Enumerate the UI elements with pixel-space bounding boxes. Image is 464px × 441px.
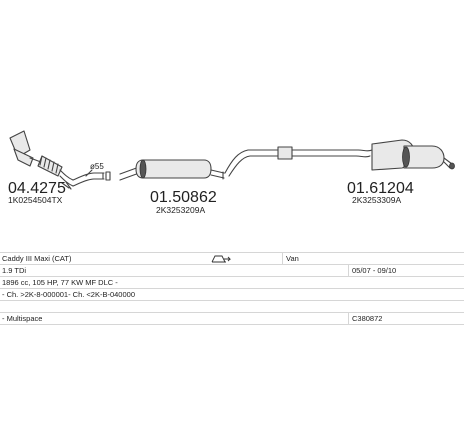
table-row: - Multispace C380872: [0, 312, 464, 325]
table-row: 1896 cc, 105 HP, 77 KW MF DLC -: [0, 276, 464, 288]
production-years: 05/07 - 09/10: [352, 266, 397, 275]
vehicle-info-table: Caddy III Maxi (CAT) Van 1.9 TDi 05/07 -…: [0, 252, 464, 325]
body-variant: - Multispace: [2, 314, 43, 323]
diameter-callout: ø55: [85, 162, 104, 177]
part-ref-catalytic-converter: 1K0254504TX: [8, 195, 63, 205]
catalogue-code: C380872: [352, 314, 383, 323]
table-row: [0, 300, 464, 312]
diameter-callout-text: ø55: [90, 162, 104, 171]
table-row: 1.9 TDi 05/07 - 09/10: [0, 264, 464, 276]
middle-silencer-figure: [119, 159, 225, 181]
table-row: Caddy III Maxi (CAT) Van: [0, 252, 464, 264]
engine-spec: 1896 cc, 105 HP, 77 KW MF DLC -: [2, 278, 118, 287]
part-ref-rear-silencer: 2K3253309A: [352, 195, 401, 205]
body-type: Van: [286, 254, 299, 263]
chassis-range: - Ch. >2K-8-000001- Ch. <2K-B-040000: [2, 290, 135, 299]
engine: 1.9 TDi: [2, 266, 27, 275]
catalytic-converter-figure: [9, 130, 111, 190]
part-number-catalytic-converter: 04.4275: [8, 180, 66, 197]
part-number-middle-silencer: 01.50862: [150, 189, 217, 206]
part-ref-middle-silencer: 2K3253209A: [156, 205, 205, 215]
part-number-rear-silencer: 01.61204: [347, 180, 414, 197]
exhaust-parts-drawing: ø55 04.4275 1K0254504TX 0: [8, 130, 455, 215]
table-row: - Ch. >2K-8-000001- Ch. <2K-B-040000: [0, 288, 464, 300]
rear-silencer-figure: [224, 139, 455, 177]
vehicle-model: Caddy III Maxi (CAT): [2, 254, 72, 263]
van-icon: [210, 253, 232, 267]
